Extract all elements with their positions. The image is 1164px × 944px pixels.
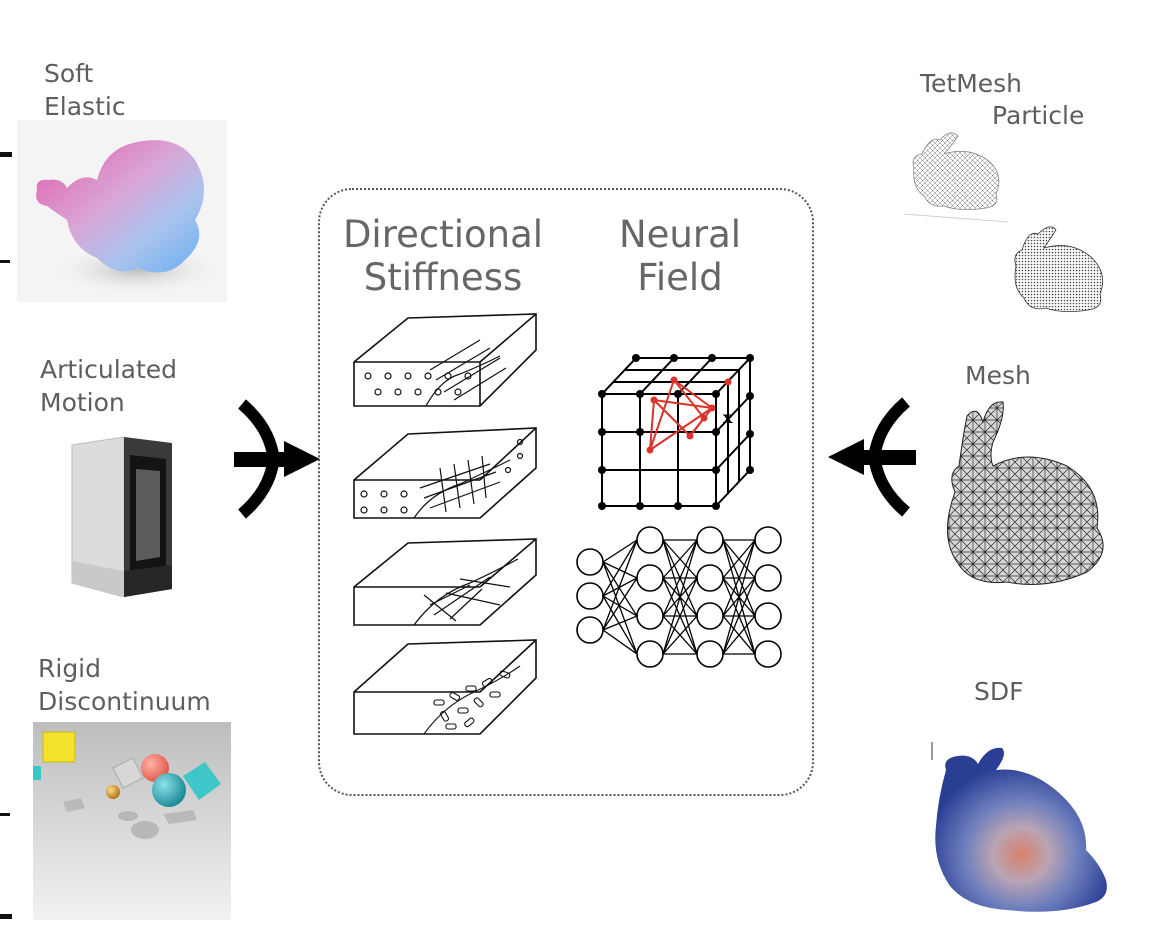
merge-arrow-right [826, 396, 916, 518]
composite-woven-fibers-sketch [350, 424, 540, 522]
nn-node [696, 640, 724, 668]
tetmesh-bunny-image [900, 128, 1012, 224]
nn-node [636, 526, 664, 554]
neural-network-sketch [570, 526, 788, 668]
nn-edge [602, 561, 638, 655]
grid-point-label: x [723, 408, 733, 427]
nn-node [754, 564, 782, 592]
particle-bunny-image [1006, 218, 1114, 318]
composite-particulate-sketch [350, 636, 540, 738]
center-panel-frame [318, 188, 814, 796]
edge-mark [0, 813, 10, 816]
nn-node [636, 564, 664, 592]
nn-node [636, 602, 664, 630]
nn-edge [602, 561, 638, 617]
nn-edge [662, 615, 698, 655]
nn-edge [602, 539, 638, 631]
nn-edge [722, 539, 756, 579]
directional-stiffness-heading: Directional Stiffness [342, 213, 544, 299]
edge-mark [0, 260, 10, 263]
mesh-label: Mesh [965, 361, 1031, 390]
tetmesh-label: TetMesh [920, 69, 1023, 98]
nn-edge [602, 595, 638, 617]
nn-edge [602, 539, 638, 597]
nn-edge [602, 577, 638, 597]
articulated-motion-label: Articulated Motion [40, 355, 178, 417]
nn-node [576, 616, 604, 644]
cabinet-image [66, 433, 178, 601]
nn-node [696, 564, 724, 592]
nn-edge [602, 577, 638, 631]
edge-mark [0, 152, 12, 157]
nn-node [576, 548, 604, 576]
mesh-bunny-image [937, 396, 1113, 592]
nn-node [754, 602, 782, 630]
nn-edge [602, 615, 638, 631]
nn-edge [602, 561, 638, 579]
nn-edge [602, 595, 638, 655]
nn-edge [662, 539, 698, 617]
nn-edge [662, 539, 698, 579]
edge-mark [0, 914, 12, 919]
rigid-bodies-image [33, 722, 231, 920]
sdf-bunny-image [928, 740, 1114, 916]
nn-node [576, 582, 604, 610]
nn-edge [722, 577, 756, 655]
voxel-grid-interpolation-sketch [592, 348, 762, 512]
sdf-label: SDF [974, 677, 1024, 706]
nn-edge [662, 577, 698, 655]
particle-label: Particle [992, 101, 1085, 130]
neural-field-heading: Neural Field [618, 213, 742, 299]
nn-edge [722, 539, 756, 655]
nn-node [696, 602, 724, 630]
soft-elastic-label: Soft Elastic [44, 59, 126, 121]
nn-node [754, 526, 782, 554]
rigid-discontinuum-label: Rigid Discontinuum [38, 654, 211, 716]
nn-edge [722, 539, 756, 617]
nn-node [636, 640, 664, 668]
merge-arrow-left [232, 398, 322, 520]
soft-elastic-image [17, 120, 227, 302]
composite-short-fibers-sketch [350, 535, 540, 629]
nn-edge [662, 539, 698, 655]
composite-continuous-fibers-sketch [350, 310, 540, 410]
nn-node [754, 640, 782, 668]
nn-node [696, 526, 724, 554]
nn-edge [602, 539, 638, 563]
nn-edge [722, 615, 756, 655]
nn-edge [602, 629, 638, 655]
